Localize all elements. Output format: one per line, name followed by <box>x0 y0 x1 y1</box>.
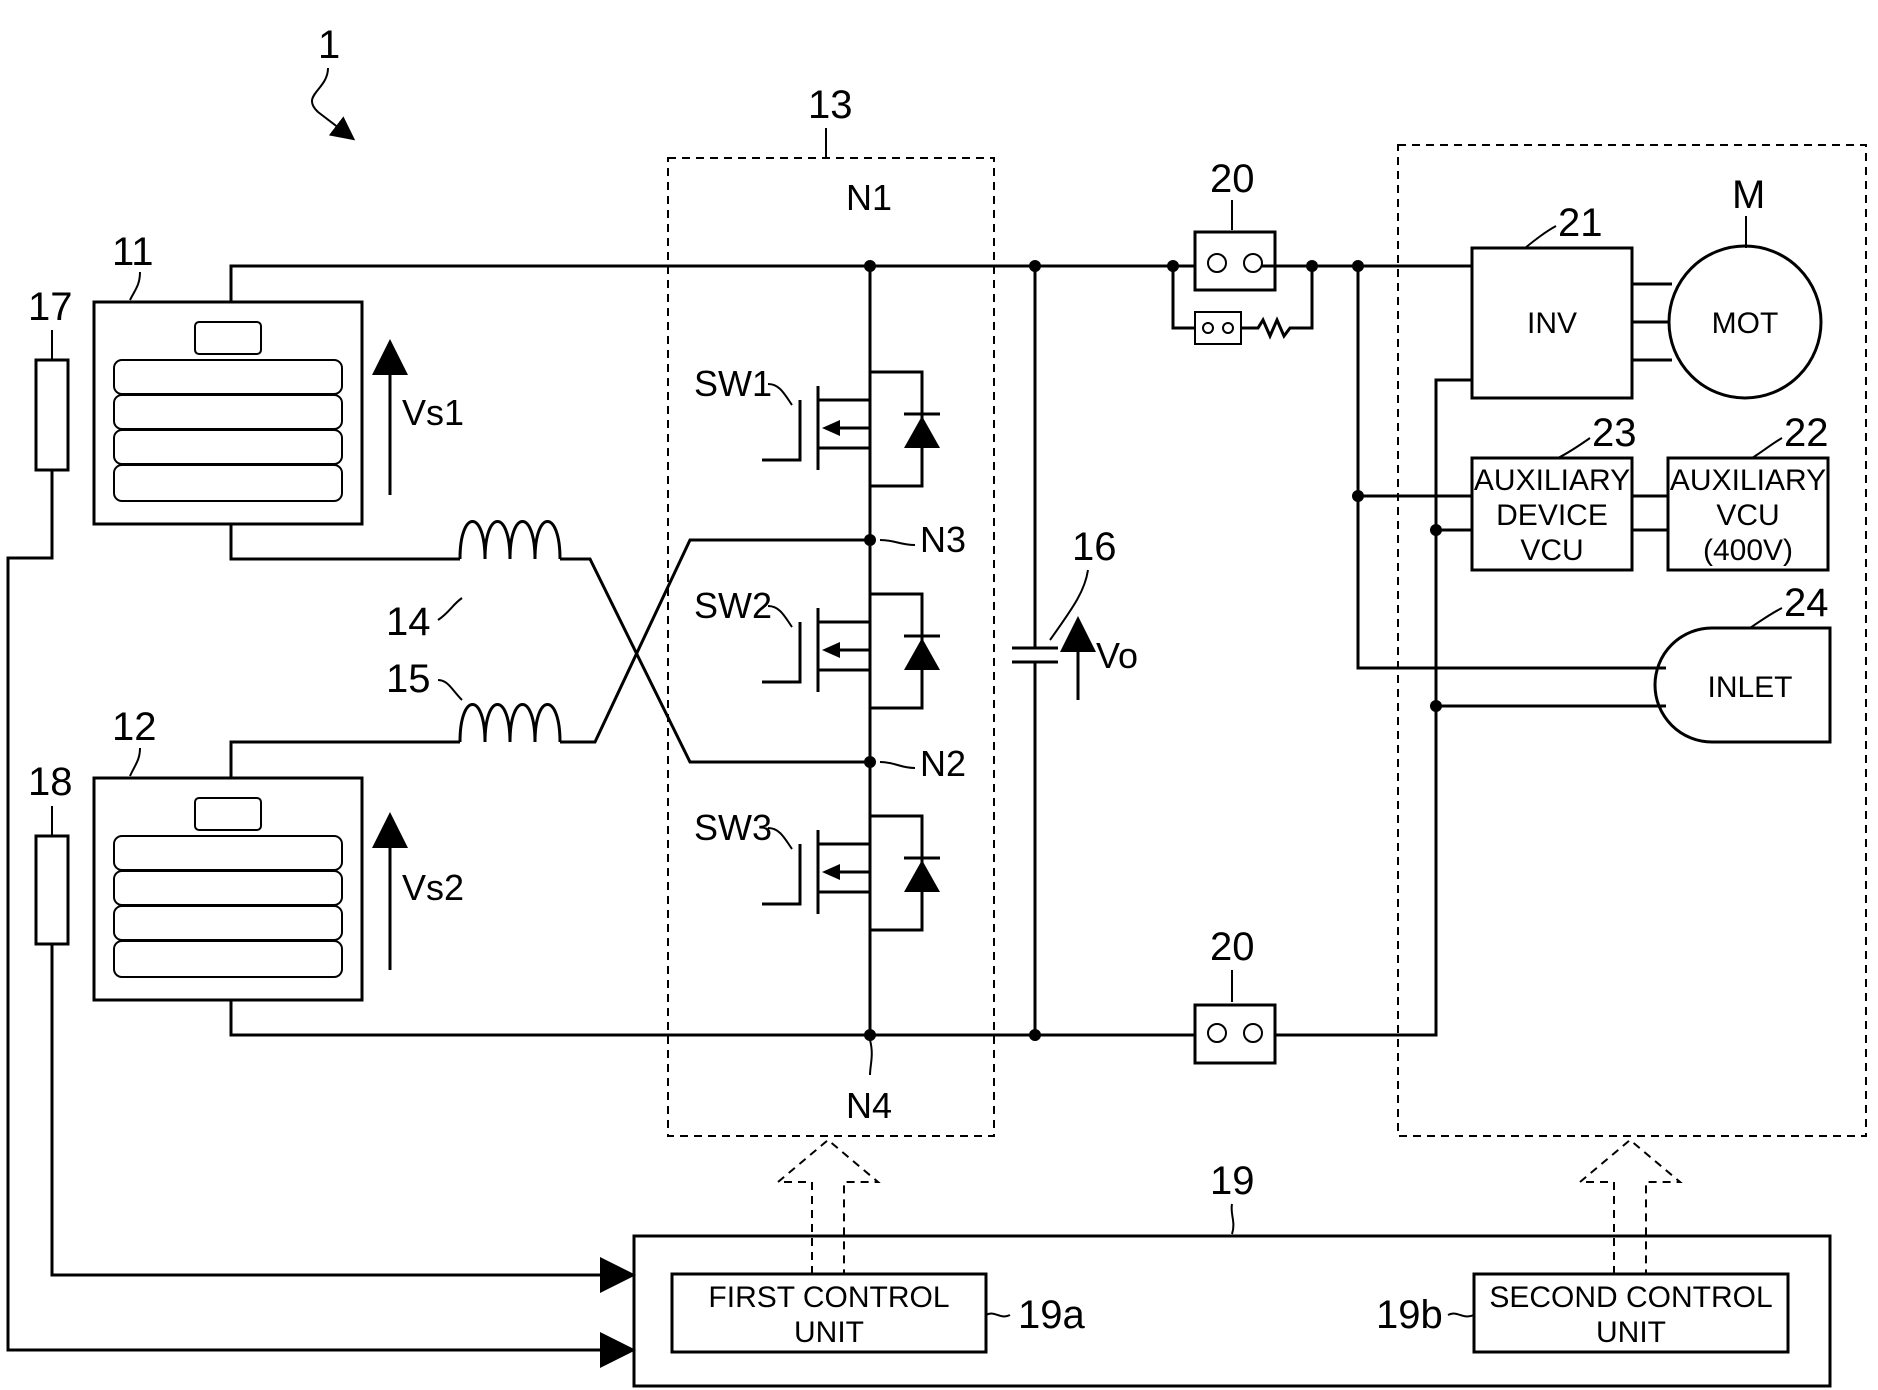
second-control-unit-ref: 19b <box>1376 1293 1443 1337</box>
aux-device-vcu-line1: AUXILIARY <box>1474 464 1630 497</box>
contactor-top: 20 <box>1167 157 1364 344</box>
battery-11: 11 Vs1 <box>94 230 464 524</box>
first-control-unit-ref: 19a <box>1018 1293 1085 1337</box>
controller-ref: 19 <box>1210 1159 1255 1203</box>
motor-m: M MOT <box>1669 173 1821 398</box>
controller-19: 19 FIRST CONTROL UNIT 19a SECOND CONTROL… <box>634 1140 1830 1386</box>
aux-vcu-22: 22 AUXILIARY VCU (400V) <box>1668 411 1829 570</box>
aux-vcu-line2: VCU <box>1716 499 1779 532</box>
inductor-15: 15 <box>386 657 560 742</box>
node-n2-dot <box>864 756 876 768</box>
second-control-unit-line2: UNIT <box>1596 1316 1666 1349</box>
capacitor-16-ref: 16 <box>1072 525 1117 569</box>
aux-device-vcu-line3: VCU <box>1520 534 1583 567</box>
inlet-24: 24 INLET <box>1655 581 1830 742</box>
first-control-unit-line1: FIRST CONTROL <box>708 1281 949 1314</box>
converter-13: 13 N1 N3 N2 N4 SW1 SW2 <box>668 83 994 1136</box>
aux-device-vcu-line2: DEVICE <box>1496 499 1608 532</box>
switch-sw2: SW2 <box>694 585 940 708</box>
sensor-17: 17 <box>8 285 630 1350</box>
battery-12-ref: 12 <box>112 705 157 749</box>
aux-device-vcu-23: 23 AUXILIARY DEVICE VCU <box>1472 411 1668 570</box>
inductor-14-ref: 14 <box>386 600 431 644</box>
sw2-label: SW2 <box>694 585 772 626</box>
aux-vcu-line3: (400V) <box>1703 534 1793 567</box>
contactor-bottom: 20 <box>1195 925 1275 1063</box>
node-n1-dot <box>864 260 876 272</box>
inlet-label: INLET <box>1707 671 1792 704</box>
motor-label: MOT <box>1712 307 1779 340</box>
load-block: 21 INV M MOT 23 AUXILIARY DEVICE VCU <box>1352 145 1866 1136</box>
contactor-top-ref: 20 <box>1210 157 1255 201</box>
sensor-17-ref: 17 <box>28 285 73 329</box>
converter-13-ref: 13 <box>808 83 853 127</box>
figure-number-label: 1 <box>318 23 340 67</box>
sw1-label: SW1 <box>694 363 772 404</box>
second-control-unit-line1: SECOND CONTROL <box>1489 1281 1772 1314</box>
control-arrow-second <box>1580 1140 1680 1274</box>
inductor-14: 14 <box>386 522 560 645</box>
battery-11-ref: 11 <box>112 230 154 274</box>
figure-reference: 1 <box>312 23 352 138</box>
vo-label: Vo <box>1096 635 1138 676</box>
switch-sw3: SW3 <box>694 807 940 930</box>
inlet-ref: 24 <box>1784 581 1829 625</box>
aux-device-vcu-ref: 23 <box>1592 411 1637 455</box>
sw3-label: SW3 <box>694 807 772 848</box>
inverter-ref: 21 <box>1558 201 1603 245</box>
aux-vcu-ref: 22 <box>1784 411 1829 455</box>
node-n4-label: N4 <box>846 1085 892 1126</box>
node-n4-dot <box>864 1029 876 1041</box>
capacitor-16: 16 Vo <box>1012 260 1138 1041</box>
first-control-unit: FIRST CONTROL UNIT 19a <box>672 1274 1085 1352</box>
node-n1-label: N1 <box>846 177 892 218</box>
switch-sw1: SW1 <box>694 335 940 540</box>
vs1-label: Vs1 <box>402 392 464 433</box>
contactor-bottom-ref: 20 <box>1210 925 1255 969</box>
inverter-label: INV <box>1527 307 1577 340</box>
inverter-21: 21 INV <box>1472 201 1672 398</box>
second-control-unit: SECOND CONTROL UNIT 19b <box>1376 1274 1788 1352</box>
control-arrow-first <box>778 1140 878 1274</box>
motor-ref: M <box>1732 173 1765 217</box>
vs2-label: Vs2 <box>402 867 464 908</box>
node-n2-label: N2 <box>920 743 966 784</box>
battery-12: 12 Vs2 <box>94 705 464 1000</box>
sensor-18-ref: 18 <box>28 760 73 804</box>
node-n3-label: N3 <box>920 519 966 560</box>
first-control-unit-line2: UNIT <box>794 1316 864 1349</box>
inductor-15-ref: 15 <box>386 657 431 701</box>
aux-vcu-line1: AUXILIARY <box>1670 464 1826 497</box>
